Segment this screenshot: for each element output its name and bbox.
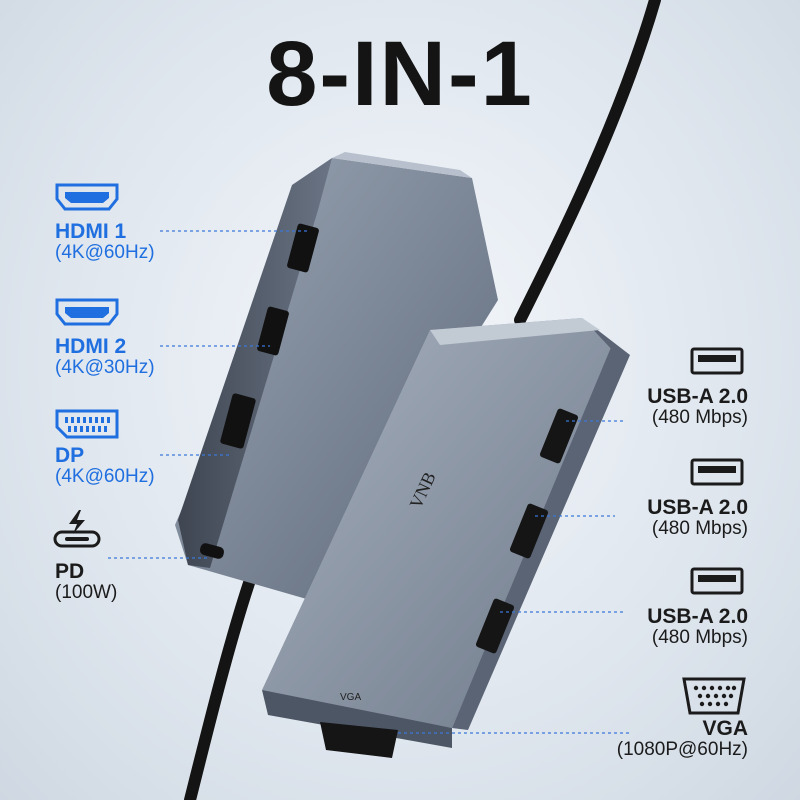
displayport-icon <box>55 409 119 439</box>
port-label-pd: PD (100W) <box>55 560 118 604</box>
usb-a-icon <box>690 347 744 375</box>
port-label-usb-a-1: USB-A 2.0 (480 Mbps) <box>647 385 748 429</box>
usb-a-icon <box>690 567 744 595</box>
port-label-hdmi2: HDMI 2 (4K@30Hz) <box>55 335 155 379</box>
hdmi-icon <box>55 183 119 211</box>
svg-text:VGA: VGA <box>340 692 361 703</box>
cable-bottom <box>184 574 256 800</box>
port-label-dp: DP (4K@60Hz) <box>55 444 155 488</box>
back-hub <box>175 152 498 600</box>
headline: 8-IN-1 <box>266 23 534 125</box>
hdmi-icon <box>55 298 119 326</box>
port-label-hdmi1: HDMI 1 (4K@60Hz) <box>55 220 155 264</box>
port-label-vga: VGA (1080P@60Hz) <box>616 717 748 761</box>
cable-top <box>514 0 661 326</box>
usb-c-power-icon <box>53 510 101 548</box>
port-label-usb-a-2: USB-A 2.0 (480 Mbps) <box>647 496 748 540</box>
vga-icon <box>682 677 746 715</box>
port-label-usb-a-3: USB-A 2.0 (480 Mbps) <box>647 605 748 649</box>
leader-lines <box>108 230 630 734</box>
usb-a-icon <box>690 458 744 486</box>
